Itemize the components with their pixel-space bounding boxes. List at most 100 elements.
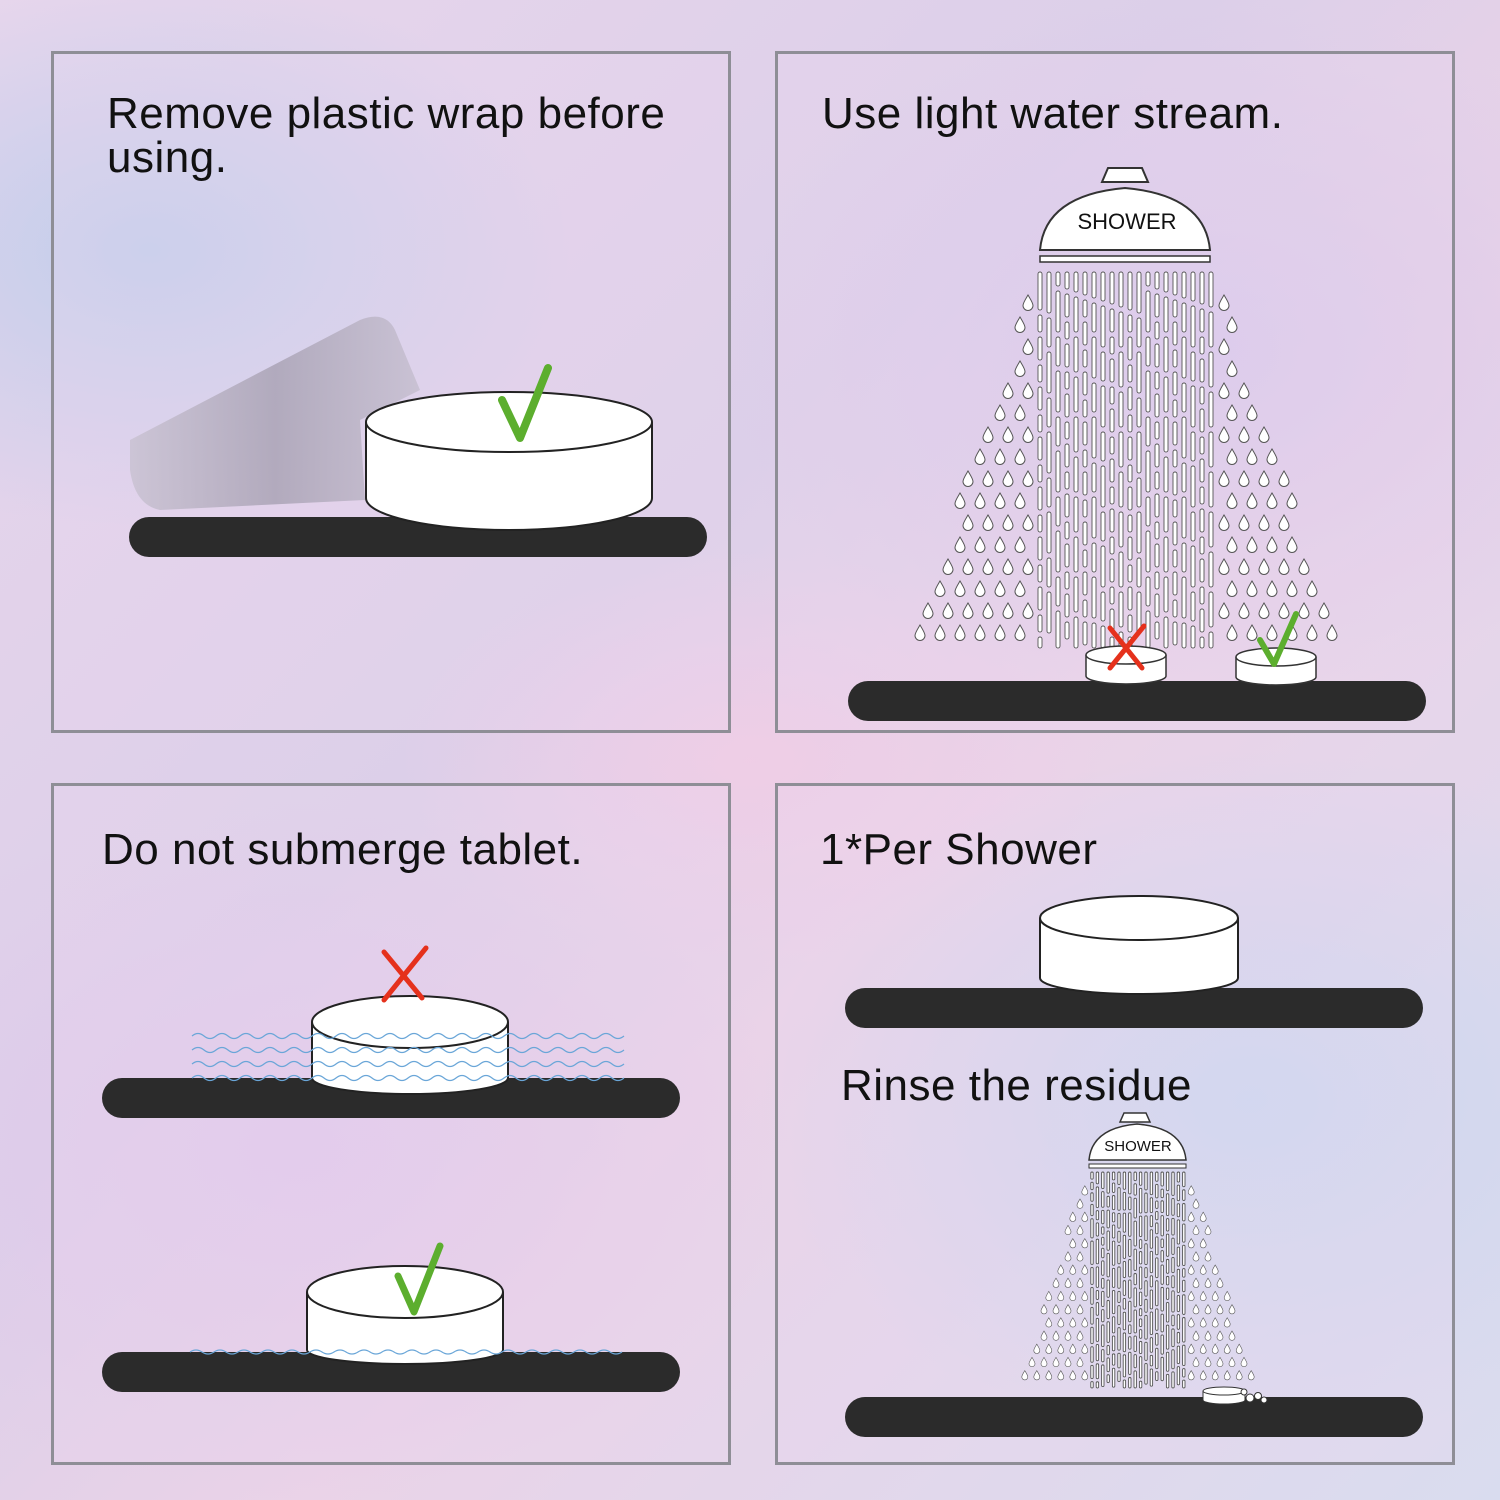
water-stream: [1111, 1224, 1116, 1239]
water-stream: [1091, 271, 1097, 299]
water-stream: [1127, 464, 1133, 483]
shelf-2: [848, 681, 1426, 721]
water-drop-icon: [1045, 1317, 1053, 1328]
water-stream: [1037, 336, 1043, 361]
water-stream: [1095, 1222, 1100, 1237]
water-spray: [1021, 1171, 1255, 1389]
water-stream: [1149, 1250, 1154, 1274]
water-stream: [1163, 576, 1169, 613]
water-stream: [1165, 1171, 1170, 1192]
water-drop-icon: [1014, 448, 1026, 465]
water-stream: [1154, 343, 1160, 368]
water-stream: [1190, 591, 1196, 622]
water-drop-icon: [1238, 602, 1250, 619]
water-drop-icon: [1306, 580, 1318, 597]
water-stream: [1155, 1236, 1159, 1256]
water-stream: [1046, 511, 1052, 554]
water-stream: [1172, 299, 1178, 318]
water-stream: [1138, 1266, 1143, 1290]
water-stream: [1149, 1354, 1154, 1367]
water-drop-icon: [922, 602, 934, 619]
water-stream: [1181, 496, 1187, 539]
water-stream: [1199, 271, 1205, 305]
water-drop-icon: [982, 426, 994, 443]
water-drop-icon: [1228, 1357, 1236, 1367]
water-drop-icon: [1052, 1330, 1060, 1341]
water-drop-icon: [1218, 558, 1230, 575]
water-stream: [1055, 496, 1061, 527]
water-drop-icon: [1033, 1370, 1041, 1381]
water-stream: [1064, 621, 1070, 640]
water-drop-icon: [1204, 1330, 1212, 1341]
water-drop-icon: [1040, 1330, 1048, 1341]
water-stream: [1100, 385, 1106, 428]
water-stream: [1160, 1313, 1164, 1333]
water-stream: [1171, 1257, 1175, 1274]
water-stream: [1149, 1311, 1154, 1336]
tablet-above-water: [306, 1265, 504, 1365]
water-drop-icon: [1052, 1357, 1060, 1367]
water-stream: [1095, 1210, 1100, 1221]
water-stream: [1046, 477, 1052, 508]
water-stream: [1155, 1200, 1159, 1209]
water-stream: [1172, 399, 1178, 418]
water-stream: [1127, 486, 1133, 511]
water-stream: [1055, 370, 1061, 413]
water-stream: [1181, 542, 1187, 573]
water-stream: [1046, 271, 1052, 314]
water-stream: [1090, 1192, 1094, 1202]
water-stream: [1064, 393, 1070, 418]
water-stream: [1095, 1289, 1100, 1300]
water-drop-icon: [1076, 1251, 1084, 1262]
water-drop-icon: [1002, 558, 1014, 575]
water-drop-icon: [1211, 1291, 1219, 1301]
water-drop-icon: [1226, 360, 1238, 377]
water-stream: [1171, 1275, 1175, 1289]
water-stream: [1064, 343, 1070, 368]
water-drop-icon: [1258, 426, 1270, 443]
water-stream: [1082, 471, 1088, 496]
water-drop-icon: [1226, 448, 1238, 465]
water-stream: [1160, 1264, 1164, 1285]
water-stream: [1172, 371, 1178, 396]
water-stream: [1037, 414, 1043, 433]
water-stream: [1046, 557, 1052, 588]
water-stream: [1172, 321, 1178, 346]
water-stream: [1155, 1371, 1159, 1382]
water-stream: [1109, 508, 1115, 533]
water-drop-icon: [1228, 1304, 1236, 1315]
water-stream: [1208, 431, 1214, 468]
water-drop-icon: [1064, 1357, 1072, 1367]
check-icon: [498, 364, 552, 442]
panel-3-heading: Do not submerge tablet.: [102, 825, 584, 874]
water-drop-icon: [1286, 580, 1298, 597]
water-stream: [1127, 314, 1133, 333]
water-stream: [1082, 371, 1088, 396]
water-stream: [1106, 1344, 1110, 1356]
water-stream: [1149, 1215, 1154, 1228]
water-stream: [1122, 1297, 1127, 1310]
water-stream: [1095, 1238, 1100, 1265]
water-stream: [1160, 1215, 1164, 1237]
water-stream: [1117, 1230, 1121, 1243]
water-stream: [1138, 1171, 1143, 1186]
water-stream: [1145, 610, 1151, 649]
water-drop-icon: [1057, 1370, 1065, 1381]
water-stream: [1090, 1381, 1094, 1389]
water-drop-icon: [1216, 1304, 1224, 1315]
water-stream: [1199, 336, 1205, 355]
water-stream: [1127, 536, 1133, 561]
water-stream: [1118, 391, 1124, 428]
water-stream: [1082, 571, 1088, 596]
water-stream: [1064, 471, 1070, 490]
water-stream: [1037, 536, 1043, 561]
water-drop-icon: [1014, 492, 1026, 509]
water-stream: [1064, 421, 1070, 440]
shelf-4b: [845, 1397, 1423, 1437]
water-drop-icon: [1069, 1343, 1077, 1354]
water-drop-icon: [1022, 470, 1034, 487]
water-stream: [1064, 293, 1070, 318]
water-drop-icon: [1002, 470, 1014, 487]
water-stream: [1199, 436, 1205, 455]
water-stream: [1138, 1239, 1143, 1249]
